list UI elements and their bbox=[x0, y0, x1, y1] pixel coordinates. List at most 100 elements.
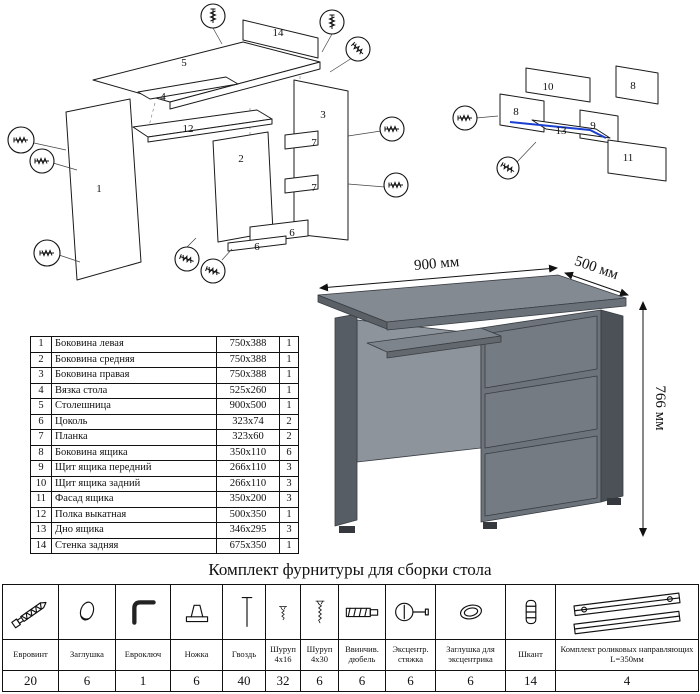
hardware-kit-table: Евровинт Заглушка Евроключ Ножка Гвоздь … bbox=[2, 584, 699, 692]
part-top-edge bbox=[169, 61, 321, 110]
nail-icon bbox=[241, 597, 253, 627]
drawer-side-right bbox=[615, 65, 659, 105]
part-plinth-2 bbox=[227, 235, 287, 252]
hardware-qty: 1 bbox=[115, 670, 171, 692]
screw-small-icon bbox=[279, 606, 287, 621]
hardware-name: Шуруп 4x16 bbox=[265, 639, 301, 671]
part-number: 14 bbox=[273, 27, 285, 39]
desk-foot bbox=[483, 522, 497, 529]
part-left-side bbox=[65, 98, 142, 281]
confirmat-screw-icon bbox=[10, 601, 47, 629]
hardware-name: Шуруп 4x30 bbox=[300, 639, 339, 671]
part-number: 13 bbox=[556, 125, 568, 137]
wood-dowel-icon bbox=[525, 599, 536, 625]
part-number: 6 bbox=[289, 227, 295, 239]
desk-drawer-2 bbox=[484, 375, 598, 449]
dimension-arrow-depth bbox=[564, 271, 629, 297]
plug-cap-icon bbox=[79, 601, 95, 621]
desk-drawer-unit-side bbox=[600, 309, 624, 503]
desk-left-panel bbox=[334, 313, 358, 527]
part-plinth-1 bbox=[249, 219, 309, 244]
drawer-bottom-highlight bbox=[509, 121, 607, 139]
part-strip-1 bbox=[284, 130, 319, 150]
hardware-qty: 6 bbox=[300, 670, 339, 692]
part-strip-2 bbox=[284, 174, 319, 194]
part-stretcher bbox=[137, 76, 239, 100]
hardware-names-row: Евровинт Заглушка Евроключ Ножка Гвоздь … bbox=[2, 639, 699, 671]
dimension-arrow-width bbox=[319, 264, 558, 292]
drawer-slides-icon bbox=[573, 592, 681, 635]
part-right-side bbox=[293, 79, 349, 241]
part-number: 5 bbox=[181, 57, 187, 69]
hardware-qty: 14 bbox=[505, 670, 556, 692]
hardware-qty: 6 bbox=[338, 670, 386, 692]
hardware-name: Заглушка для эксцентрика bbox=[435, 639, 506, 671]
hardware-kit-title: Комплект фурнитуры для сборки стола bbox=[208, 560, 492, 579]
hardware-name: Ножка bbox=[170, 639, 223, 671]
part-number: 3 bbox=[320, 109, 326, 121]
part-number: 8 bbox=[513, 106, 519, 118]
hardware-name: Эксцентр. стяжка bbox=[385, 639, 436, 671]
dimension-width-label: 900 мм bbox=[413, 254, 460, 274]
drawer-front bbox=[579, 109, 619, 145]
hardware-name: Заглушка bbox=[58, 639, 116, 671]
part-number: 7 bbox=[311, 182, 317, 194]
cam-lock-icon bbox=[394, 602, 429, 622]
part-number: 12 bbox=[183, 123, 194, 135]
assembled-desk-render: 900 мм 500 мм 766 мм bbox=[317, 253, 668, 537]
desk-drawer-3 bbox=[484, 435, 598, 517]
furniture-foot-icon bbox=[185, 604, 208, 623]
dimension-height-label: 766 мм bbox=[652, 385, 668, 431]
desk-foot bbox=[339, 526, 355, 533]
hardware-name: Шкант bbox=[505, 639, 556, 671]
hardware-qty: 40 bbox=[222, 670, 266, 692]
part-back-panel bbox=[242, 19, 319, 59]
dimension-depth-label: 500 мм bbox=[572, 253, 620, 283]
screw-in-dowel-icon bbox=[345, 607, 379, 618]
exploded-diagram-drawer: 10 8 8 9 13 11 bbox=[452, 65, 667, 182]
drawer-side-left bbox=[499, 93, 545, 133]
part-number: 9 bbox=[590, 120, 596, 132]
hardware-qty: 4 bbox=[555, 670, 699, 692]
part-number: 6 bbox=[254, 241, 260, 253]
hardware-name: Ввинчив. дюбель bbox=[338, 639, 386, 671]
hardware-qty: 20 bbox=[2, 670, 59, 692]
hardware-qty: 6 bbox=[435, 670, 506, 692]
part-number: 2 bbox=[238, 153, 244, 165]
hardware-name: Комплект роликовых направляющих L=350мм bbox=[555, 639, 699, 671]
hardware-qty: 32 bbox=[265, 670, 301, 692]
drawer-back bbox=[525, 67, 591, 103]
part-number: 10 bbox=[543, 81, 555, 93]
desk-drawer-1 bbox=[484, 315, 598, 389]
desk-top-front-edge bbox=[386, 297, 627, 331]
desk-foot bbox=[607, 498, 621, 505]
hardware-name: Евровинт bbox=[2, 639, 59, 671]
part-number: 1 bbox=[96, 183, 102, 195]
exploded-diagram-desk: 14 5 4 12 2 1 3 7 7 6 6 bbox=[7, 3, 409, 284]
cam-cap-icon bbox=[459, 604, 482, 620]
hardware-icons-row bbox=[2, 584, 699, 640]
hardware-qty-row: 20 6 1 6 40 32 6 6 6 6 14 4 bbox=[2, 670, 699, 692]
part-number: 7 bbox=[311, 137, 317, 149]
part-number: 8 bbox=[630, 80, 636, 92]
part-keyboard-shelf-edge bbox=[147, 118, 273, 143]
hardware-name: Евроключ bbox=[115, 639, 171, 671]
part-number: 4 bbox=[160, 91, 166, 103]
drawer-facade bbox=[607, 139, 667, 182]
hardware-name: Гвоздь bbox=[222, 639, 266, 671]
hex-key-icon bbox=[132, 600, 156, 625]
